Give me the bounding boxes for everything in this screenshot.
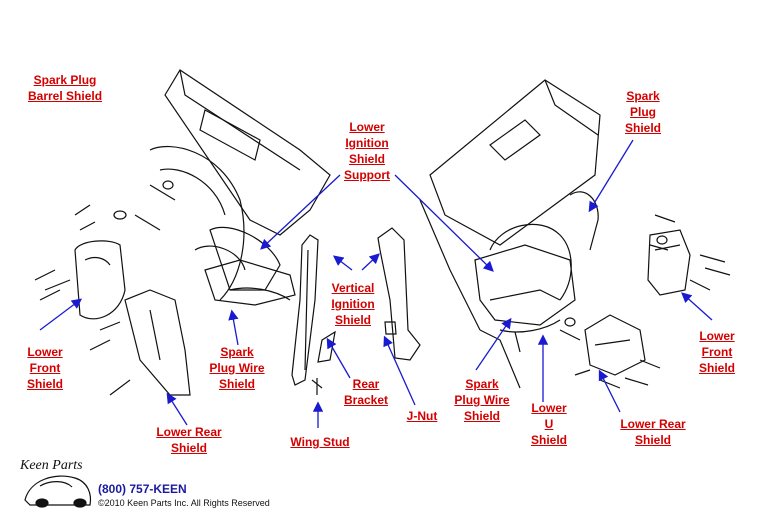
label-lower-rear-shield-left[interactable]: Lower Rear Shield	[156, 425, 222, 455]
center-brackets-drawing	[291, 227, 421, 395]
label-lower-u-shield[interactable]: Lower U Shield	[530, 401, 567, 447]
keen-parts-logo	[24, 475, 92, 508]
label-spark-plug-wire-shield-right[interactable]: Spark Plug Wire Shield	[454, 377, 510, 423]
label-lower-front-shield-right[interactable]: Lower Front Shield	[698, 329, 735, 375]
arrow-j-nut	[383, 335, 416, 406]
arrow-vertical-ignition-1	[332, 255, 353, 271]
copyright-text: ©2010 Keen Parts Inc. All Rights Reserve…	[98, 498, 270, 508]
arrow-ignition-support-right	[394, 174, 494, 272]
label-spark-plug-barrel-shield[interactable]: Spark Plug Barrel Shield	[28, 73, 103, 103]
label-j-nut[interactable]: J-Nut	[406, 409, 438, 423]
arrow-lower-front-right	[681, 292, 713, 321]
brand-name: Keen Parts	[20, 458, 83, 473]
label-lower-ignition-shield-support[interactable]: Lower Ignition Shield Support	[344, 120, 390, 182]
arrow-lower-rear-right	[598, 369, 621, 413]
right-assembly-drawing	[419, 79, 731, 389]
callout-arrows	[39, 139, 713, 428]
arrow-plug-wire-right	[475, 317, 512, 371]
label-rear-bracket[interactable]: Rear Bracket	[343, 377, 389, 407]
label-spark-plug-shield[interactable]: Spark Plug Shield	[624, 89, 661, 135]
arrow-spark-plug-shield	[588, 139, 634, 213]
arrow-ignition-support-left	[260, 174, 341, 250]
arrow-lower-rear-left	[166, 392, 188, 426]
left-assembly-drawing	[34, 69, 331, 396]
label-spark-plug-wire-shield-left[interactable]: Spark Plug Wire Shield	[209, 345, 265, 391]
label-lower-front-shield-left[interactable]: Lower Front Shield	[26, 345, 63, 391]
arrow-lower-front-left	[39, 298, 83, 331]
phone-number[interactable]: (800) 757-KEEN	[98, 482, 187, 496]
arrow-plug-wire-left	[228, 309, 239, 346]
label-vertical-ignition-shield[interactable]: Vertical Ignition Shield	[331, 281, 375, 327]
arrow-vertical-ignition-2	[361, 253, 380, 271]
label-lower-rear-shield-right[interactable]: Lower Rear Shield	[620, 417, 686, 447]
arrow-rear-bracket	[326, 337, 351, 379]
label-wing-stud[interactable]: Wing Stud	[290, 435, 350, 449]
